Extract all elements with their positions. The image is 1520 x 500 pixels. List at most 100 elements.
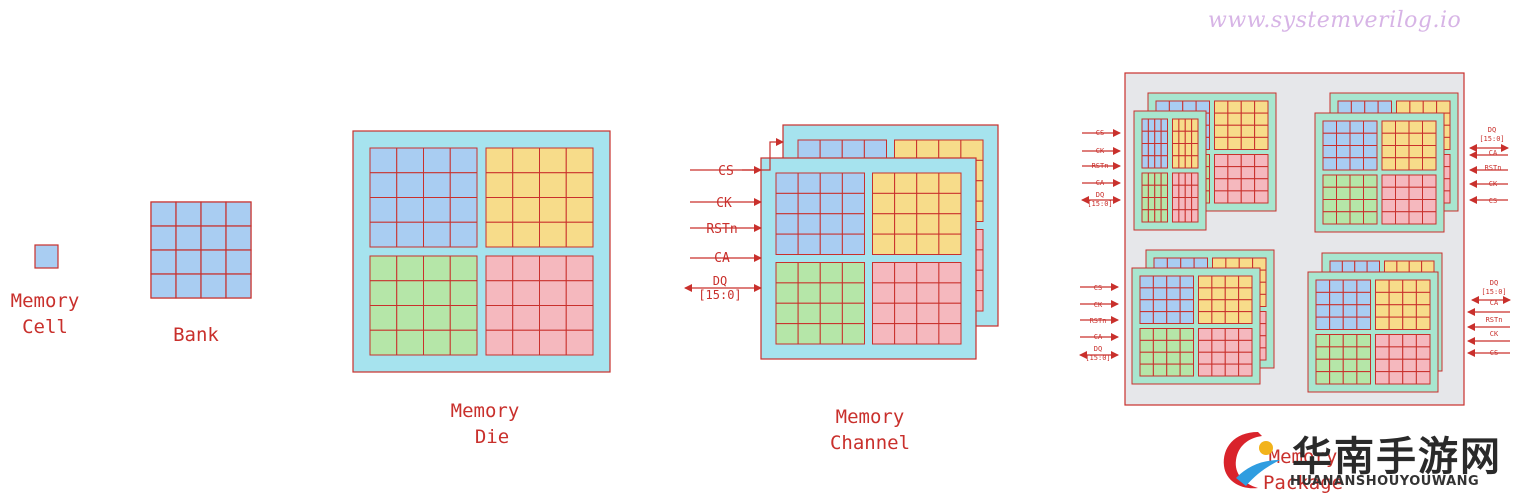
pkg-tl-die-back-bank-pink-cell — [1214, 190, 1229, 204]
pkg-bl-die-front-bank-blue-cell — [1152, 311, 1168, 324]
pkg-bl-die-front-bank-pink-cell — [1238, 328, 1253, 341]
pkg-bl-die-front-bank-pink-cell — [1224, 339, 1240, 353]
pkg-tl-die-front-bank-blue-cell — [1147, 118, 1156, 132]
channel-die-back-bank-blue-cell — [819, 139, 843, 161]
bank-grid-cell — [175, 201, 202, 227]
pkg-tl-die-back-bank-yellow-cell — [1214, 100, 1229, 114]
pkg-br-die-front-bank-yellow-cell — [1402, 279, 1417, 293]
channel-die-front-bank-yellow-cell — [938, 213, 962, 235]
pkg-br-die-front-bank-yellow-cell — [1415, 304, 1431, 318]
pkg-br-die-front-bank-blue-cell — [1315, 291, 1331, 306]
channel-die-front-bank-green-cell — [797, 282, 821, 304]
pkg-tl-die-back-bank-yellow-cell — [1240, 124, 1256, 138]
memory-die-bank-yellow-cell — [485, 221, 514, 248]
pkg-tr-die-front-bank-green-cell — [1322, 174, 1337, 188]
channel-die-front-bank-green-cell — [775, 302, 799, 325]
pkg-br-die-front-bank-blue-cell — [1315, 316, 1331, 330]
pkg-br-die-front-bank-green-cell — [1342, 358, 1358, 373]
pkg-tr-die-front-bank-yellow — [1381, 120, 1437, 171]
channel-die-front-bank-yellow-cell — [872, 192, 896, 215]
pkg-br-die-front-bank-yellow-cell — [1415, 291, 1431, 306]
pkg-bl-signal-cs: CS — [1094, 284, 1102, 292]
pkg-tr-die-front-bank-blue-cell — [1349, 145, 1364, 159]
pkg-br-die-front-bank-pink-cell — [1402, 334, 1417, 348]
channel-die-front-bank-blue-cell — [797, 233, 821, 255]
site-logo: 华南手游网 HUANANSHOUYOUWANG — [1218, 424, 1518, 496]
bank-grid-cell — [175, 249, 202, 275]
bank-grid-cell — [200, 273, 227, 299]
pkg-tl-die-front-bank-green-cell — [1141, 172, 1149, 186]
memory-die-bank-pink-cell — [565, 280, 594, 306]
pkg-bl-die-front-bank-yellow-cell — [1224, 299, 1240, 313]
pkg-br-die-front-bank-pink-cell — [1415, 371, 1431, 385]
pkg-tl-die-back-bank-yellow-cell — [1254, 112, 1269, 126]
pkg-br-signal-ck: CK — [1490, 330, 1499, 338]
pkg-tl-die-front-bank-green-cell — [1141, 209, 1149, 223]
pkg-tl-die-front-bank-green-cell — [1147, 172, 1156, 186]
pkg-tr-signal-ck: CK — [1489, 180, 1498, 188]
pkg-tl-die-back-bank-yellow-cell — [1214, 112, 1229, 126]
memory-die-bank-yellow-cell — [485, 197, 514, 223]
memory-die-bank-yellow-cell — [565, 221, 594, 248]
pkg-br-die-back-bank-blue-cell — [1329, 260, 1343, 274]
pkg-tl-die-front-bank-pink-cell — [1184, 197, 1193, 211]
channel-die-front-bank-pink-cell — [872, 302, 896, 325]
pkg-tl-die-front-bank-yellow-cell — [1178, 143, 1186, 157]
pkg-tl-die-front-bank-yellow-cell — [1191, 155, 1199, 169]
pkg-tr-die-front-bank-yellow-cell — [1422, 157, 1437, 171]
pkg-tr-die-front-bank-blue-cell — [1336, 145, 1351, 159]
pkg-bl-die-front-bank-blue-cell — [1179, 311, 1194, 324]
channel-die-front-bank-blue-cell — [841, 213, 865, 235]
bank-grid-cell — [225, 225, 252, 251]
pkg-tl-die-front-bank-pink-cell — [1191, 209, 1199, 223]
memory-die-bank-blue-cell — [423, 197, 451, 223]
bank-label-line: Bank — [173, 324, 219, 346]
channel-die-front-bank-green-cell — [797, 262, 821, 284]
channel-die-front-bank-green-cell — [841, 262, 865, 284]
pkg-bl-die-front-bank-green-cell — [1139, 339, 1154, 353]
channel-die-front-bank-pink-cell — [916, 302, 940, 325]
pkg-br-die-front-bank-green-cell — [1356, 358, 1371, 373]
pkg-tr-signal-dq-width: [15:0] — [1479, 135, 1504, 143]
pkg-tl-die-front-bank-green-cell — [1147, 184, 1156, 198]
pkg-bl-die-front-bank-blue-cell — [1152, 287, 1168, 301]
pkg-bl-die-front-bank-blue — [1139, 275, 1194, 324]
memory-die-bank-green-cell — [369, 305, 398, 331]
pkg-bl-die-front — [1131, 267, 1261, 385]
pkg-tl-die-back-bank-pink-cell — [1240, 190, 1256, 204]
pkg-bl-die-front-bank-yellow-cell — [1211, 287, 1226, 301]
pkg-tl-die-front-bank-blue-cell — [1154, 130, 1162, 144]
pkg-tl-die-back-bank-pink-cell — [1254, 190, 1269, 204]
pkg-br-die-front-bank-yellow-cell — [1375, 316, 1390, 330]
pkg-tl-die-front-bank-pink-cell — [1178, 184, 1186, 198]
pkg-tl-die-front-bank-green-cell — [1154, 184, 1162, 198]
memory-cell-label-line2: Cell — [22, 316, 68, 338]
pkg-bl-die-front-bank-blue-cell — [1166, 275, 1181, 289]
pkg-tl-die-front-bank-pink-cell — [1191, 172, 1199, 186]
channel-die-front-bank-green-cell — [819, 282, 843, 304]
pkg-tr-die-front-bank-green — [1322, 174, 1378, 225]
bank-grid-cell — [150, 225, 177, 251]
pkg-tr-die-front-bank-green-cell — [1363, 211, 1378, 225]
pkg-tl-die-front-bank-blue-cell — [1160, 130, 1168, 144]
pkg-tr-die-front-bank-blue-cell — [1322, 132, 1337, 146]
channel-die-back-bank-blue-cell — [841, 139, 865, 161]
pkg-tl-die-front-bank-yellow-cell — [1184, 155, 1193, 169]
pkg-tr-die-front-bank-blue-cell — [1336, 132, 1351, 146]
pkg-bl-die-front-bank-blue-cell — [1166, 287, 1181, 301]
pkg-tr-die-front-bank-yellow-cell — [1395, 145, 1410, 159]
pkg-bl-signal-dq-width: [15:0] — [1085, 354, 1110, 362]
pkg-br-die-front-bank-yellow-cell — [1402, 316, 1417, 330]
pkg-tr-die-front-bank-yellow-cell — [1408, 157, 1423, 171]
pkg-tr-die-front-bank-pink-cell — [1422, 186, 1437, 200]
channel-die-front-bank-green-cell — [819, 262, 843, 284]
pkg-bl-die-front-bank-yellow-cell — [1211, 299, 1226, 313]
pkg-br-die-front-bank-pink-cell — [1375, 334, 1390, 348]
channel-die-front-bank-green-cell — [797, 302, 821, 325]
channel-die-front-bank-yellow-cell — [938, 233, 962, 255]
pkg-bl-die-front-bank-green-cell — [1179, 363, 1194, 377]
pkg-bl-die-front-bank-pink-cell — [1211, 339, 1226, 353]
pkg-br-die-front — [1307, 271, 1439, 393]
pkg-br-die-front-bank-pink-cell — [1415, 346, 1431, 360]
pkg-tr-die-front-bank-pink — [1381, 174, 1437, 225]
